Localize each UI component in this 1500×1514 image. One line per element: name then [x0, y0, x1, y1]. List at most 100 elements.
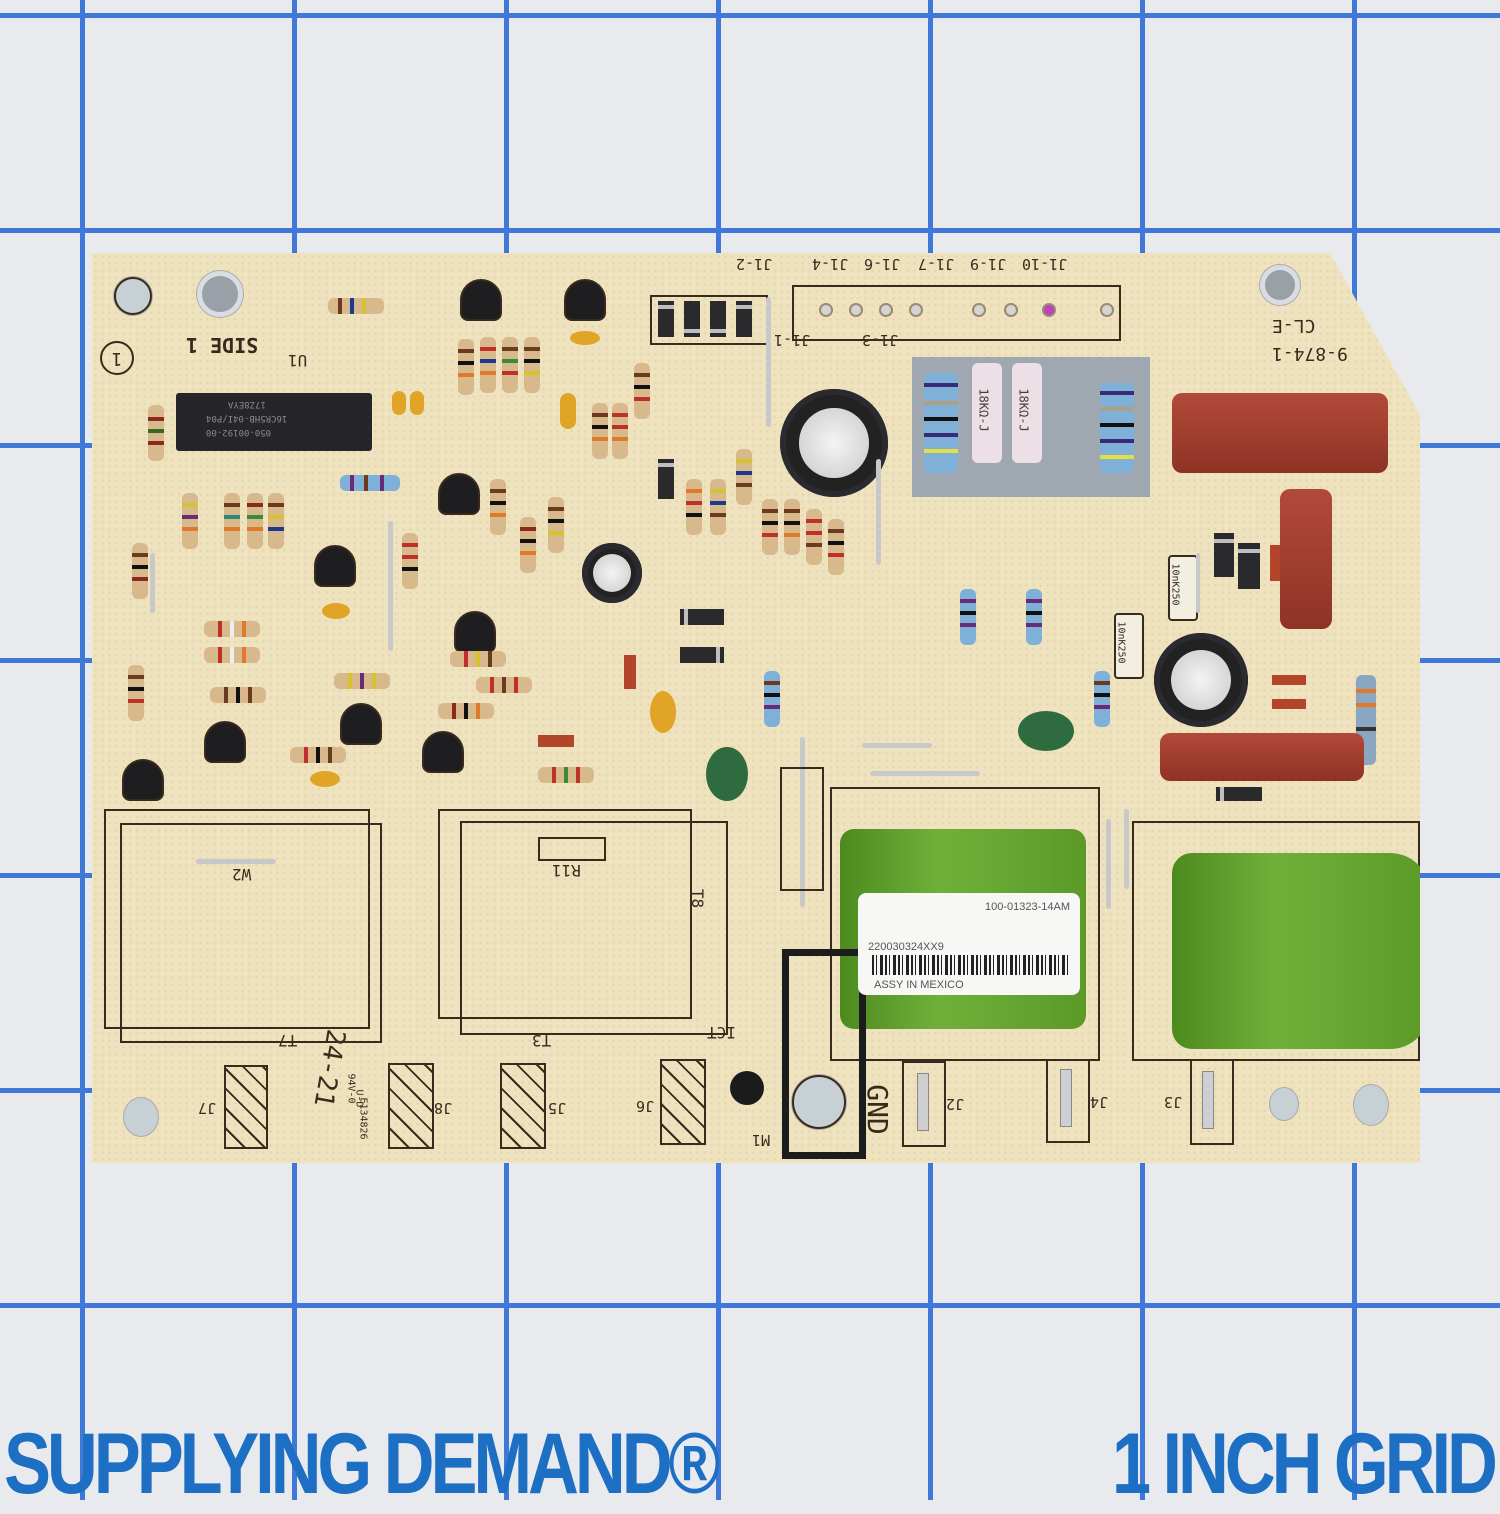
jumper-w2: [196, 859, 276, 864]
capacitor-c3: [392, 391, 406, 415]
resistor-r13: [686, 479, 702, 535]
spade-terminal-j3[interactable]: [1202, 1071, 1214, 1129]
resistor-r24: [247, 493, 263, 549]
transistor-q4: [564, 279, 606, 321]
terminal-j5[interactable]: [500, 1063, 546, 1149]
resistor-r5: [438, 703, 494, 719]
resistor-r32: [458, 339, 474, 395]
diode-d5: [658, 459, 674, 499]
board-id: 9-874-1: [1272, 343, 1348, 364]
resistor-r7: [182, 493, 198, 549]
resistor-r33: [548, 497, 564, 553]
capacitor-c11: [650, 691, 676, 733]
resistor-r42: [132, 543, 148, 599]
grid-line: [0, 13, 1500, 18]
diode-d7: [736, 301, 752, 337]
j6-label: J6: [636, 1097, 655, 1115]
connector-pin: [972, 303, 986, 317]
resistor-r21: [736, 449, 752, 505]
resistor-r23: [634, 363, 650, 419]
transistor-q1: [454, 611, 496, 653]
capacitor-c18: [310, 771, 340, 787]
resistor-r39: [210, 687, 266, 703]
j1-7-label: J1-7: [918, 255, 955, 273]
power-resistor-r14: 18KΩ-J: [1012, 363, 1042, 463]
resistor-r34: [764, 671, 780, 727]
terminal-j6[interactable]: [660, 1059, 706, 1145]
spade-terminal-j2[interactable]: [917, 1073, 929, 1131]
mounting-hole: [1270, 1088, 1298, 1120]
diode-d3: [1214, 533, 1234, 577]
jumper-w13: [1124, 809, 1129, 889]
power-resistor-r2: [924, 373, 958, 473]
terminal-j8[interactable]: [388, 1063, 434, 1149]
transistor-q2: [340, 703, 382, 745]
mounting-hole: [124, 1098, 158, 1136]
diode-d6: [710, 301, 726, 337]
capacitor-c6: [410, 391, 424, 415]
jumper-w3: [1106, 819, 1111, 909]
t3-label: T3: [532, 1031, 552, 1050]
transistor-q6: [460, 279, 502, 321]
resistor-r22: [268, 493, 284, 549]
zener-z5: [1272, 699, 1306, 709]
zener-z1: [624, 655, 636, 689]
resistor-r49: [960, 589, 976, 645]
diode-d2: [680, 647, 724, 663]
ict-test-point: [730, 1071, 764, 1105]
t8-label: T8: [688, 888, 708, 909]
j1-6-label: J1-6: [864, 255, 901, 273]
connector-pin: [1042, 303, 1056, 317]
connector-pin: [909, 303, 923, 317]
side-label: SIDE 1: [186, 333, 259, 357]
jumper-w8: [766, 297, 771, 427]
grid-line: [0, 228, 1500, 233]
resistor-r26: [224, 493, 240, 549]
ic-marking: 17Z8EYA: [228, 399, 266, 409]
transistor-q3: [314, 545, 356, 587]
resistor-r17: [710, 479, 726, 535]
resistor-r6: [450, 651, 506, 667]
m1-label: M1: [752, 1131, 771, 1149]
resistor-r43: [128, 665, 144, 721]
resistor-r38: [204, 647, 260, 663]
resistor-value: 18KΩ-J: [976, 388, 991, 432]
circuit-board: 1 SIDE 1 CL-E 9-874-1 24-21 94V-0 U-D E1…: [92, 253, 1420, 1163]
transformer-outline: [120, 823, 382, 1043]
grid-line: [0, 1303, 1500, 1308]
terminal-j7[interactable]: [224, 1065, 268, 1149]
resistor-r51-lead: [800, 737, 805, 907]
ul-file: E134826: [357, 1097, 369, 1140]
capacitor-c14: [570, 331, 600, 345]
resistor-r48: [1026, 589, 1042, 645]
resistor-r9: [592, 403, 608, 459]
diode-d9: [658, 301, 674, 337]
j1-9-label: J1-9: [970, 255, 1007, 273]
varistor-vt2: [706, 747, 748, 801]
transformer-t7-outline: [104, 809, 370, 1029]
transformer-t3-outline: [438, 809, 692, 1019]
mounting-hole: [114, 277, 152, 315]
product-sticker: 100-01323-14AM 220030324XX9 ASSY IN MEXI…: [858, 893, 1080, 995]
resistor-r25: [328, 298, 384, 314]
diode-d1: [680, 609, 724, 625]
j2-label: J2: [946, 1095, 965, 1113]
resistor-r47: [476, 677, 532, 693]
capacitor-c13: [322, 603, 350, 619]
resistor-r12: [806, 509, 822, 565]
j1-connector-outline: [792, 285, 1121, 341]
electrolytic-capacitor-c4: [780, 389, 888, 497]
resistor-r51-outline: [780, 767, 824, 891]
j7-label: J7: [198, 1099, 217, 1117]
jumper-w9: [388, 521, 393, 651]
mounting-hole: [197, 271, 243, 317]
film-capacitor-c1: [1172, 393, 1388, 473]
corner-mark: 1: [100, 341, 134, 375]
connector-pin: [1100, 303, 1114, 317]
spade-terminal-j4[interactable]: [1060, 1069, 1072, 1127]
j1-1-label: J1-1: [774, 331, 811, 349]
resistor-r30: [524, 337, 540, 393]
j1-10-label: J1-10: [1022, 255, 1068, 273]
u1-label: U1: [288, 351, 308, 370]
film-capacitor-c9: [1280, 489, 1332, 629]
